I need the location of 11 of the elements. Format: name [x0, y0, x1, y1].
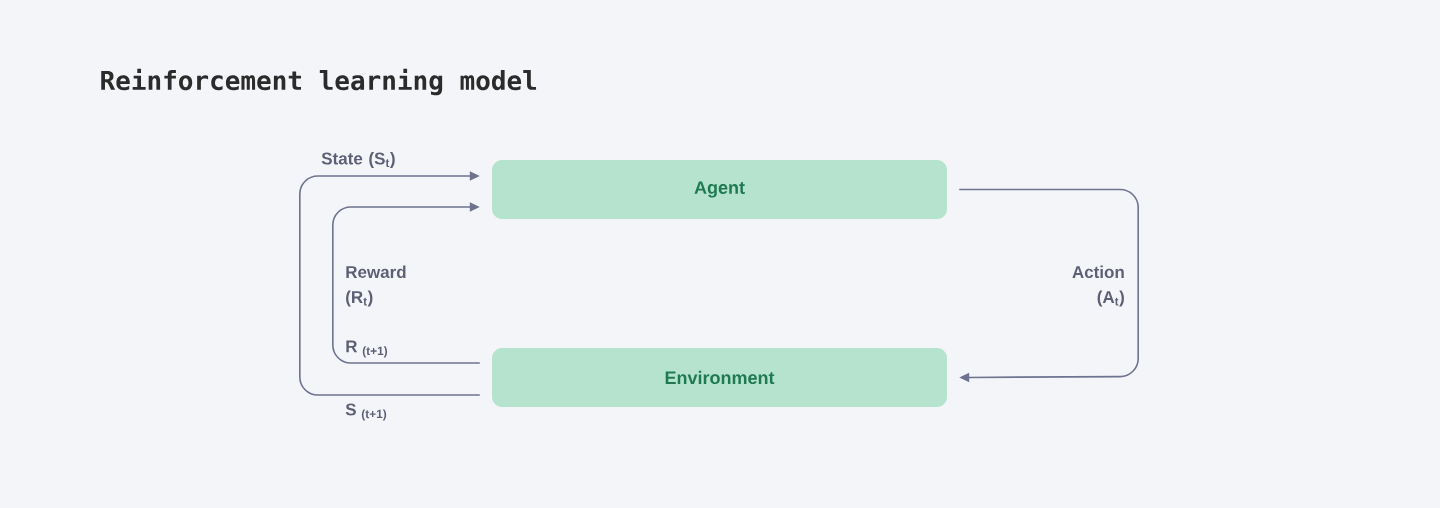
process-box: Agent: [492, 160, 947, 219]
process-box: Environment: [492, 348, 947, 407]
arrow: [299, 171, 481, 396]
arrow: [332, 202, 481, 364]
edge-label: State (S$_{t}$): [321, 152, 395, 168]
edge-label: Action (A$_{t}$): [1072, 265, 1124, 307]
title: Reinforcement learning model: [101, 68, 537, 96]
step-label: R $_{(t+1)}$: [346, 340, 388, 358]
step-label: S $_{(t+1)}$: [345, 403, 387, 421]
arrow: [958, 188, 1139, 383]
edge-label: Reward (R$_{t}$): [346, 265, 406, 307]
